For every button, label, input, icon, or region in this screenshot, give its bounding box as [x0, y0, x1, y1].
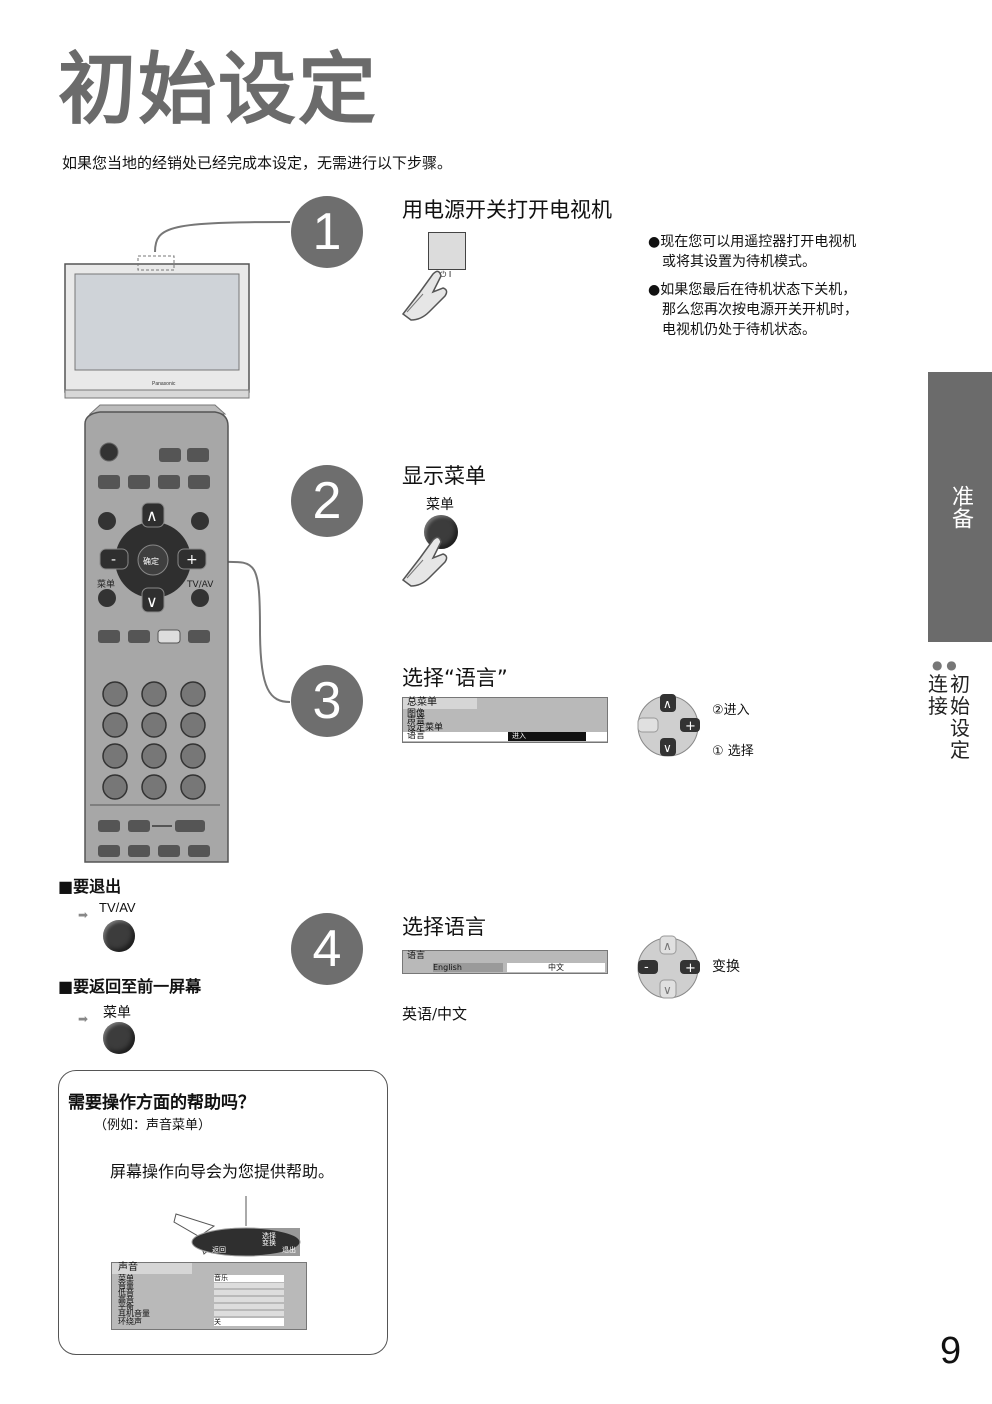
main-menu-selected-value: 进入	[508, 732, 586, 741]
side-tab	[928, 372, 992, 642]
svg-text:∨: ∨	[663, 983, 672, 997]
remote-menu-label: 菜单	[97, 578, 115, 590]
sound-menu-header: 声音	[112, 1263, 192, 1274]
step-2-circle: 2	[291, 465, 363, 537]
sound-menu-bar-2	[214, 1283, 284, 1288]
dpad-icon-step-4: ∧ ∨ - +	[637, 935, 700, 999]
step-4-footnote: 英语/中文	[402, 1005, 468, 1023]
step-1-title: 用电源开关打开电视机	[402, 198, 612, 222]
tv-brand: Panasonic	[152, 381, 176, 387]
page-number: 9	[940, 1330, 962, 1372]
tvav-button-icon	[103, 920, 135, 952]
side-sub-right: 初始设定	[950, 672, 970, 762]
intro-text: 如果您当地的经销处已经完成本设定，无需进行以下步骤。	[62, 154, 453, 172]
power-switch-icon	[428, 232, 466, 270]
page-title: 初始设定	[58, 45, 379, 135]
main-menu-item-4: 语言	[407, 731, 426, 741]
back-heading: ■要返回至前一屏幕	[58, 977, 202, 996]
dpad-icon-step-3: ∧ ∨ +	[637, 694, 700, 757]
main-menu-screenshot: 总菜单 图像 声音 设定菜单 语言 进入	[402, 697, 608, 743]
side-tab-label: 准备	[938, 485, 982, 536]
hand-press-icon-2	[401, 536, 448, 587]
main-menu-selected-row[interactable]: 语言 进入	[403, 732, 607, 741]
svg-text:∧: ∧	[663, 697, 672, 711]
step-3-select-label: ① 选择	[712, 744, 754, 759]
step-4-circle: 4	[291, 913, 363, 985]
sound-menu-bar-6	[214, 1311, 284, 1316]
main-menu-item-2: 声音	[407, 716, 426, 726]
step-1-note-2: ●如果您最后在待机状态下关机， 那么您再次按电源开关开机时， 电视机仍处于待机状…	[648, 282, 858, 338]
step-4-title: 选择语言	[402, 915, 486, 939]
help-question: 需要操作方面的帮助吗？	[68, 1093, 255, 1113]
side-sub-dots: ● ●	[932, 658, 957, 672]
sound-menu-bar-4	[214, 1297, 284, 1302]
sound-menu-screenshot: 声音 菜单 音量 低音 高音 平衡 耳机音量 环绕声 音乐 关	[111, 1262, 307, 1330]
main-menu-item-1: 图像	[407, 709, 426, 719]
guide-exit: 退出	[282, 1246, 296, 1254]
side-tab-text: 准备	[948, 485, 973, 529]
language-menu-header: 语言	[407, 951, 426, 961]
power-switch-label: ⏻ I	[440, 270, 452, 279]
step-2-title: 显示菜单	[402, 464, 486, 488]
svg-text:∨: ∨	[663, 741, 672, 755]
sound-menu-item-7: 环绕声	[118, 1317, 142, 1326]
exit-heading: ■要退出	[58, 877, 122, 896]
step-3-circle: 3	[291, 665, 363, 737]
sound-menu-value-1: 音乐	[214, 1275, 284, 1282]
help-answer: 屏幕操作向导会为您提供帮助。	[110, 1162, 335, 1181]
step-2-button-label: 菜单	[426, 497, 454, 513]
svg-text:∧: ∧	[663, 939, 672, 953]
step-3-enter-label: ②进入	[712, 703, 750, 718]
svg-text:+: +	[685, 719, 696, 734]
remote-tvav-label: TV/AV	[186, 580, 214, 590]
guide-change: 变换	[262, 1239, 276, 1247]
sound-menu-bar-5	[214, 1304, 284, 1309]
tv-remote-illustration: Panasonic ∧ ∨ - + 确定 菜单 TV/AV	[64, 221, 291, 863]
guide-back: 返回	[212, 1246, 226, 1254]
main-menu-item-3: 设定菜单	[407, 723, 444, 733]
step-3-title: 选择“语言”	[402, 666, 508, 690]
back-arrow-icon: ➡	[78, 1012, 89, 1026]
sound-menu-item-6: 耳机音量	[118, 1309, 150, 1318]
svg-text:-: -	[644, 960, 649, 975]
back-button-label: 菜单	[103, 1005, 131, 1021]
sound-menu-item-3: 低音	[118, 1288, 134, 1297]
sound-menu-item-4: 高音	[118, 1295, 134, 1304]
svg-text:∨: ∨	[146, 592, 158, 611]
sound-menu-item-5: 平衡	[118, 1302, 134, 1311]
help-box	[58, 1070, 388, 1355]
language-option-chinese[interactable]: 中文	[507, 963, 605, 972]
hand-press-icon	[401, 270, 448, 321]
sound-menu-item-2: 音量	[118, 1281, 134, 1290]
sound-menu-item-1: 菜单	[118, 1274, 134, 1283]
exit-button-label: TV/AV	[99, 900, 136, 915]
language-option-english[interactable]: English	[433, 963, 503, 972]
help-guide-illustration	[173, 1196, 301, 1257]
back-menu-button-icon	[103, 1022, 135, 1054]
svg-text:-: -	[111, 552, 116, 568]
side-sub-left: 连接	[928, 672, 948, 718]
help-example: （例如：声音菜单）	[94, 1118, 212, 1133]
step-1-note-1: ●现在您可以用遥控器打开电视机 或将其设置为待机模式。	[648, 234, 857, 270]
sound-menu-value-7: 关	[214, 1318, 284, 1326]
step-1-circle: 1	[291, 196, 363, 268]
ok-button-label: 确定	[143, 556, 159, 566]
exit-arrow-icon: ➡	[78, 908, 89, 922]
sound-menu-bar-3	[214, 1290, 284, 1295]
svg-text:∧: ∧	[146, 506, 158, 525]
guide-select: 选择	[262, 1232, 276, 1240]
main-menu-header: 总菜单	[403, 698, 477, 709]
step-4-change-label: 变换	[712, 959, 740, 975]
svg-text:+: +	[685, 961, 696, 976]
language-menu-screenshot: 语言 English 中文	[402, 950, 608, 974]
svg-text:+: +	[186, 552, 198, 568]
